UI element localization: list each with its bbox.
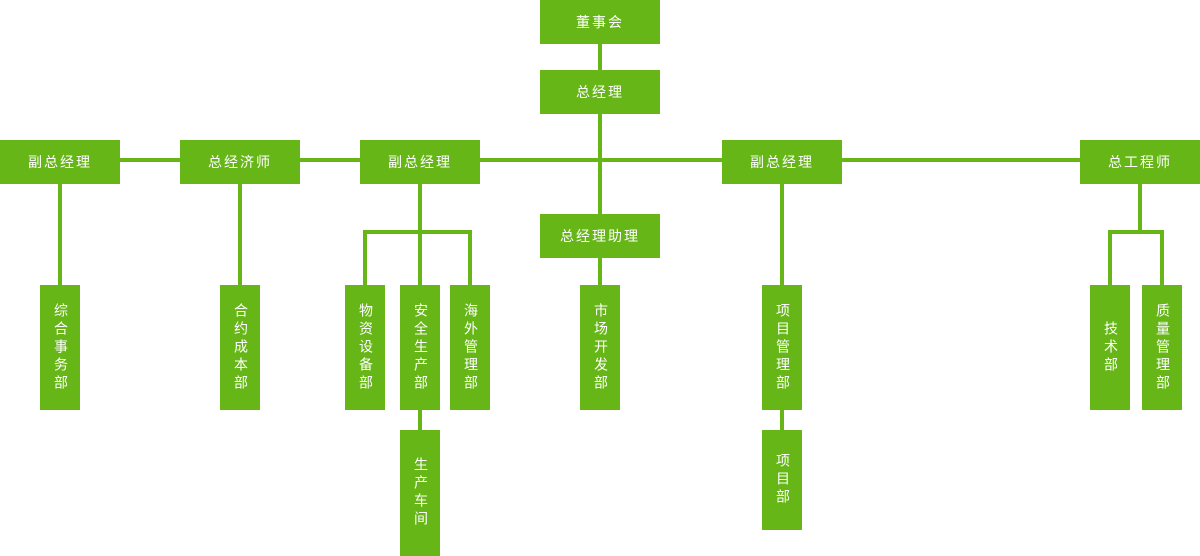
node-materials-equipment-dept: 物资设备部	[345, 285, 385, 410]
node-deputy-gm-mid: 副总经理	[360, 140, 480, 184]
node-contract-cost-dept: 合约成本部	[220, 285, 260, 410]
connector-engineer-bracket	[1108, 230, 1164, 234]
connector-gm-assistant	[598, 114, 602, 214]
node-project-dept: 项目部	[762, 430, 802, 530]
node-chief-economist: 总经济师	[180, 140, 300, 184]
connector-deputymid-dept	[418, 184, 422, 285]
node-general-affairs-dept: 综合事务部	[40, 285, 80, 410]
connector-deputymid-bracket	[363, 230, 472, 234]
node-deputy-gm-left: 副总经理	[0, 140, 120, 184]
connector-bracket-materials	[363, 230, 367, 285]
connector-board-gm	[598, 44, 602, 70]
connector-deputyright-dept	[780, 184, 784, 285]
connector-bracket-overseas	[468, 230, 472, 285]
node-quality-management-dept: 质量管理部	[1142, 285, 1182, 410]
connector-economist-dept	[238, 184, 242, 285]
connector-assistant-market	[598, 258, 602, 285]
connector-bracket-technology	[1108, 230, 1112, 285]
connector-deputyleft-dept	[58, 184, 62, 285]
connector-safety-workshop	[418, 410, 422, 430]
node-general-manager: 总经理	[540, 70, 660, 114]
node-project-management-dept: 项目管理部	[762, 285, 802, 410]
node-chief-engineer: 总工程师	[1080, 140, 1200, 184]
node-safety-production-dept: 安全生产部	[400, 285, 440, 410]
node-technology-dept: 技术部	[1090, 285, 1130, 410]
connector-main-horizontal	[60, 158, 1140, 162]
node-production-workshop: 生产车间	[400, 430, 440, 556]
node-deputy-gm-right: 副总经理	[722, 140, 842, 184]
node-overseas-management-dept: 海外管理部	[450, 285, 490, 410]
connector-engineer-bracket-stem	[1138, 184, 1142, 234]
connector-projectmgmt-projectdept	[780, 410, 784, 430]
node-board: 董事会	[540, 0, 660, 44]
node-gm-assistant: 总经理助理	[540, 214, 660, 258]
connector-bracket-quality	[1160, 230, 1164, 285]
node-market-development-dept: 市场开发部	[580, 285, 620, 410]
